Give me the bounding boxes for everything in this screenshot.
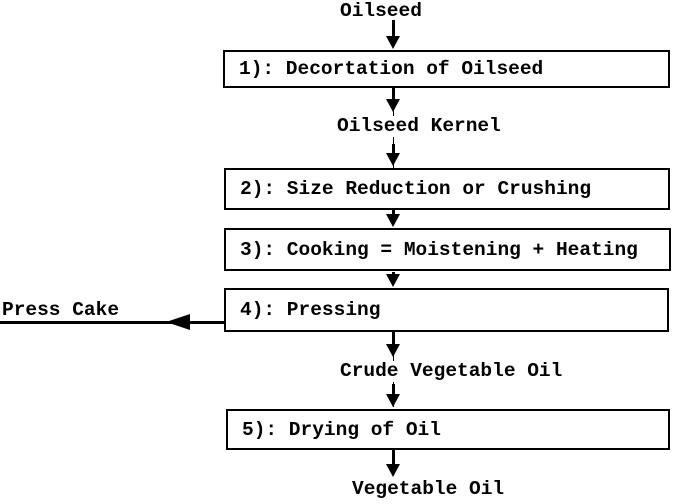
arrow-down-icon: [386, 214, 400, 227]
arrow-down-icon: [386, 274, 400, 287]
step-box-drying: 5): Drying of Oil: [226, 409, 670, 450]
label-crude-vegetable-oil: Crude Vegetable Oil: [340, 360, 563, 382]
arrow-shaft: [392, 88, 395, 101]
step-box-pressing-label: 4): Pressing: [240, 299, 381, 321]
arrow-shaft: [0, 321, 226, 324]
arrow-down-icon: [386, 394, 400, 407]
arrow-shaft: [392, 384, 395, 396]
arrow-down-icon: [386, 99, 400, 112]
arrow-down-icon: [386, 464, 400, 477]
step-box-cooking-label: 3): Cooking = Moistening + Heating: [240, 238, 638, 261]
step-box-cooking: 3): Cooking = Moistening + Heating: [224, 228, 671, 271]
arrow-shaft: [392, 20, 395, 40]
label-press-cake: Press Cake: [2, 299, 120, 321]
step-box-decortation-label: 1): Decortation of Oilseed: [239, 58, 544, 80]
arrow-shaft: [392, 144, 395, 155]
label-oilseed-kernel: Oilseed Kernel: [337, 115, 501, 137]
step-box-decortation: 1): Decortation of Oilseed: [223, 50, 670, 88]
arrow-shaft: [392, 332, 395, 346]
step-box-pressing: 4): Pressing: [224, 288, 669, 332]
step-box-size-reduction: 2): Size Reduction or Crushing: [224, 168, 670, 210]
arrow-left-icon: [166, 314, 190, 330]
step-box-size-reduction-label: 2): Size Reduction or Crushing: [240, 178, 592, 200]
label-oilseed: Oilseed: [340, 0, 422, 22]
arrow-down-icon: [386, 36, 400, 49]
label-vegetable-oil: Vegetable Oil: [352, 478, 505, 500]
arrow-down-icon: [386, 153, 400, 166]
arrow-shaft: [392, 450, 395, 466]
arrow-down-icon: [386, 344, 400, 357]
step-box-drying-label: 5): Drying of Oil: [242, 418, 441, 441]
arrow-shaft: [392, 210, 395, 217]
